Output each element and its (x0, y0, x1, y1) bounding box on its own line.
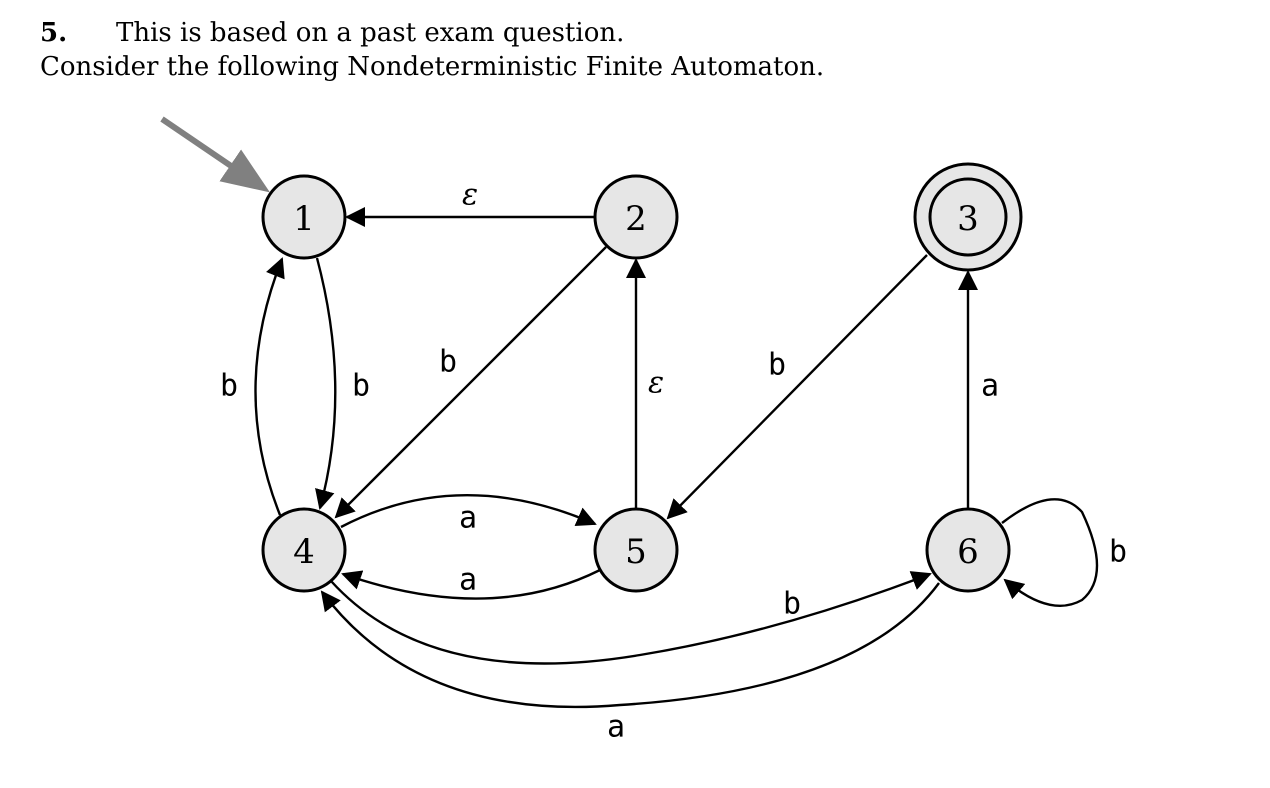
edge-4-1 (254, 257, 285, 516)
state-4-label: 4 (293, 532, 315, 572)
edge-4-6 (330, 571, 932, 665)
edge-6-3-label: a (981, 369, 999, 404)
question-number: 5. (40, 18, 68, 48)
edge-6-4-label: a (607, 710, 625, 745)
state-5 (593, 507, 679, 593)
state-1-label: 1 (293, 199, 315, 239)
edge-4-6-label: b (783, 587, 801, 622)
edge-1-4-label: b (352, 369, 370, 404)
edge-4-1-label: b (220, 369, 238, 404)
state-6 (925, 507, 1011, 593)
edge-6-6 (1001, 498, 1099, 607)
state-5-label: 5 (625, 532, 647, 572)
edge-2-1-label: ε (462, 178, 478, 213)
edge-1-4 (315, 257, 337, 510)
edge-6-4 (320, 582, 940, 709)
question-intro: This is based on a past exam question. (116, 18, 625, 48)
edge-3-5-label: b (768, 348, 786, 383)
question-header: 5. This is based on a past exam question… (40, 16, 824, 50)
edge-5-2-label: ε (648, 366, 664, 401)
edge-2-4 (334, 246, 607, 519)
edge-4-5-label: a (459, 501, 477, 536)
start-arrow (160, 116, 270, 193)
state-3-label: 3 (957, 199, 979, 239)
state-3 (928, 177, 1008, 257)
edge-5-4-label: a (459, 563, 477, 598)
edge-5-4 (341, 568, 601, 600)
edge-4-5 (340, 494, 597, 529)
question-prompt: Consider the following Nondeterministic … (40, 52, 825, 82)
question-block: 5. This is based on a past exam question… (40, 16, 824, 84)
state-6-label: 6 (957, 532, 979, 572)
state-1 (261, 174, 347, 260)
edge-6-6-label: b (1109, 535, 1127, 570)
edge-3-5 (666, 254, 928, 520)
edge-2-4-label: b (439, 345, 457, 380)
state-4 (261, 507, 347, 593)
state-2 (593, 174, 679, 260)
state-2-label: 2 (625, 199, 647, 239)
